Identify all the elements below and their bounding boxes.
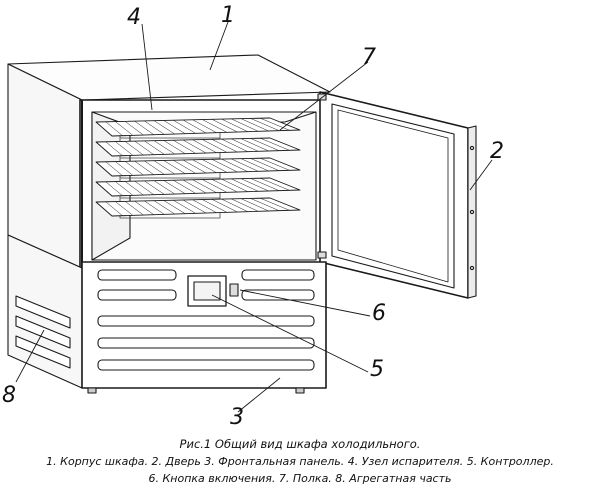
callout-4: 4 xyxy=(127,5,141,30)
callout-5: 5 xyxy=(370,357,384,382)
legend-line-2: 6. Кнопка включения. 7. Полка. 8. Агрега… xyxy=(148,472,452,485)
callout-3: 3 xyxy=(230,405,244,430)
figure-title: Рис.1 Общий вид шкафа холодильного. xyxy=(179,437,421,451)
power-button xyxy=(229,283,239,297)
shelves xyxy=(95,117,301,217)
refrigeration-unit xyxy=(7,234,327,394)
leader-lines xyxy=(15,21,493,413)
callout-2: 2 xyxy=(490,139,504,164)
controller-display xyxy=(187,275,227,307)
legend-line-1: 1. Корпус шкафа. 2. Дверь 3. Фронтальная… xyxy=(46,455,554,468)
shelf xyxy=(95,177,301,197)
callout-1: 1 xyxy=(221,3,235,28)
front-panel xyxy=(97,269,315,371)
shelf xyxy=(95,117,301,137)
cabinet-drawing: 1 4 7 2 6 5 3 8 xyxy=(2,3,504,430)
door xyxy=(317,91,477,299)
shelf xyxy=(95,137,301,157)
callout-7: 7 xyxy=(362,45,376,70)
shelf xyxy=(95,197,301,217)
callout-6: 6 xyxy=(372,301,386,326)
callout-8: 8 xyxy=(2,383,16,408)
shelf xyxy=(95,157,301,177)
